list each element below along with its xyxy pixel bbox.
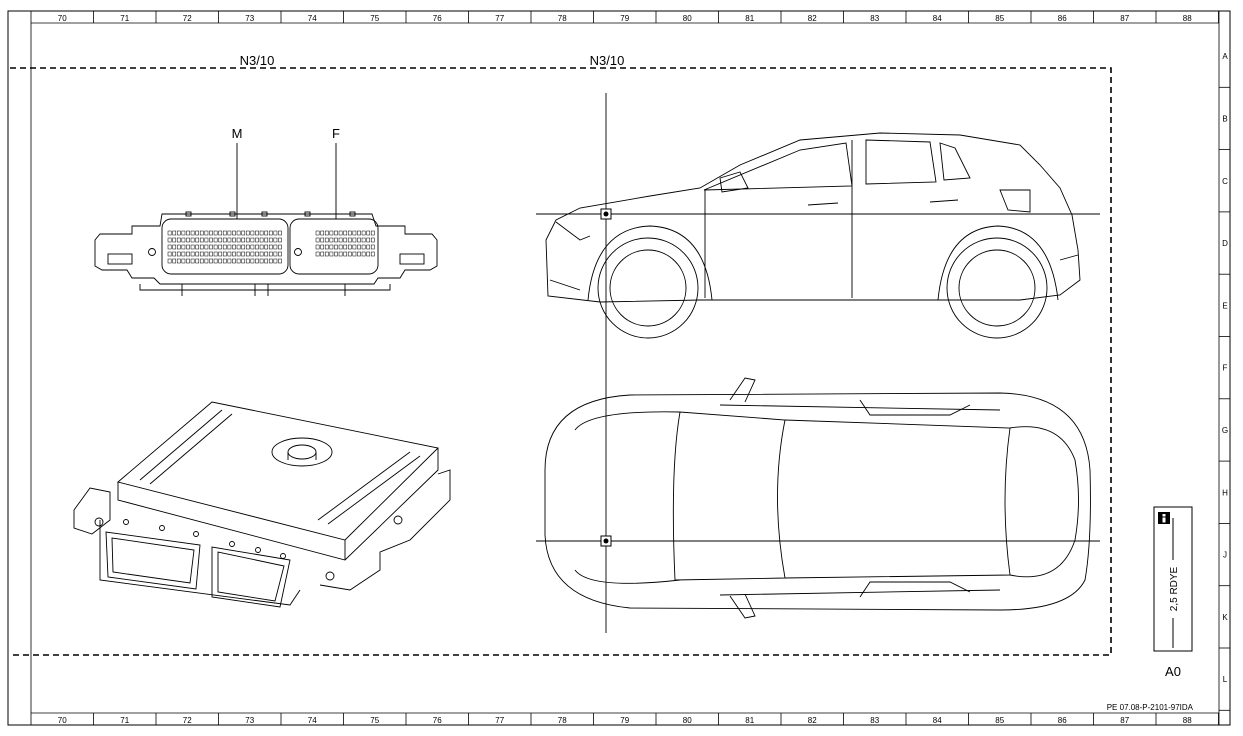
position-marker-top [600, 535, 612, 547]
column-label-top: 79 [620, 14, 629, 23]
column-label-top: 81 [745, 14, 754, 23]
column-label-bottom: 72 [183, 716, 192, 725]
column-label-bottom: 79 [620, 716, 629, 725]
inner-frame [30, 10, 1220, 726]
column-label-top: 71 [120, 14, 129, 23]
wire-spec-label: 2,5 RDYE [1169, 566, 1180, 611]
connector-label-m: M [232, 126, 243, 141]
document-id: PE 07.08-P-2101-97IDA [1107, 703, 1194, 712]
column-label-bottom: 87 [1120, 716, 1129, 725]
column-label-top: 74 [308, 14, 317, 23]
column-label-top: 73 [245, 14, 254, 23]
column-label-top: 75 [370, 14, 379, 23]
column-label-top: 83 [870, 14, 879, 23]
column-label-bottom: 76 [433, 716, 442, 725]
ecu-isometric-view [73, 401, 451, 608]
column-label-bottom: 82 [808, 716, 817, 725]
column-label-top: 72 [183, 14, 192, 23]
row-label: B [1222, 114, 1227, 123]
row-label: K [1222, 613, 1228, 622]
column-label-top: 86 [1058, 14, 1067, 23]
connector-f [289, 218, 379, 275]
column-label-bottom: 74 [308, 716, 317, 725]
row-label: E [1222, 301, 1227, 310]
column-label-top: 78 [558, 14, 567, 23]
column-label-bottom: 80 [683, 716, 692, 725]
column-label-bottom: 70 [58, 716, 67, 725]
column-label-top: 88 [1183, 14, 1192, 23]
component-label-right: N3/10 [590, 53, 625, 68]
vehicle-side-view [545, 132, 1081, 339]
row-label: G [1222, 426, 1228, 435]
row-label: D [1222, 239, 1228, 248]
position-marker-side [600, 208, 612, 220]
row-label: H [1222, 488, 1228, 497]
connector-label-f: F [332, 126, 340, 141]
top-column-ruler: 70 71 72 73 74 75 76 77 78 79 80 81 82 83 84 85 86 87 88 [58, 11, 1219, 23]
location-code: A0 [1165, 664, 1181, 679]
position-crosshair [536, 93, 1100, 633]
outer-frame [7, 10, 1231, 726]
bottom-column-ruler: 70 71 72 73 74 75 76 77 78 79 80 81 82 83 84 85 86 87 88 [58, 713, 1219, 725]
ecu-front-view [94, 211, 438, 296]
column-label-bottom: 77 [495, 716, 504, 725]
row-label: C [1222, 177, 1228, 186]
column-label-bottom: 78 [558, 716, 567, 725]
row-label: A [1222, 52, 1228, 61]
column-label-bottom: 75 [370, 716, 379, 725]
info-icon [1158, 512, 1170, 524]
column-label-top: 84 [933, 14, 942, 23]
component-label-left: N3/10 [240, 53, 275, 68]
column-label-top: 80 [683, 14, 692, 23]
connector-m [161, 218, 289, 275]
column-label-bottom: 86 [1058, 716, 1067, 725]
vehicle-top-view [544, 377, 1091, 619]
connector-f-pins [315, 230, 375, 257]
row-label: J [1223, 551, 1227, 560]
right-row-ruler: A B C D E F G H J K L [1219, 52, 1230, 711]
row-label: F [1223, 364, 1228, 373]
column-label-top: 70 [58, 14, 67, 23]
row-label: L [1223, 675, 1228, 684]
column-label-top: 87 [1120, 14, 1129, 23]
column-label-bottom: 81 [745, 716, 754, 725]
connector-m-pins [167, 230, 282, 264]
column-label-bottom: 88 [1183, 716, 1192, 725]
column-label-top: 85 [995, 14, 1004, 23]
wire-legend: 2,5 RDYE [1153, 506, 1193, 652]
column-label-top: 82 [808, 14, 817, 23]
column-label-bottom: 85 [995, 716, 1004, 725]
component-boundary [10, 67, 1112, 656]
column-label-bottom: 83 [870, 716, 879, 725]
column-label-top: 77 [495, 14, 504, 23]
column-label-top: 76 [433, 14, 442, 23]
column-label-bottom: 84 [933, 716, 942, 725]
column-label-bottom: 71 [120, 716, 129, 725]
column-label-bottom: 73 [245, 716, 254, 725]
